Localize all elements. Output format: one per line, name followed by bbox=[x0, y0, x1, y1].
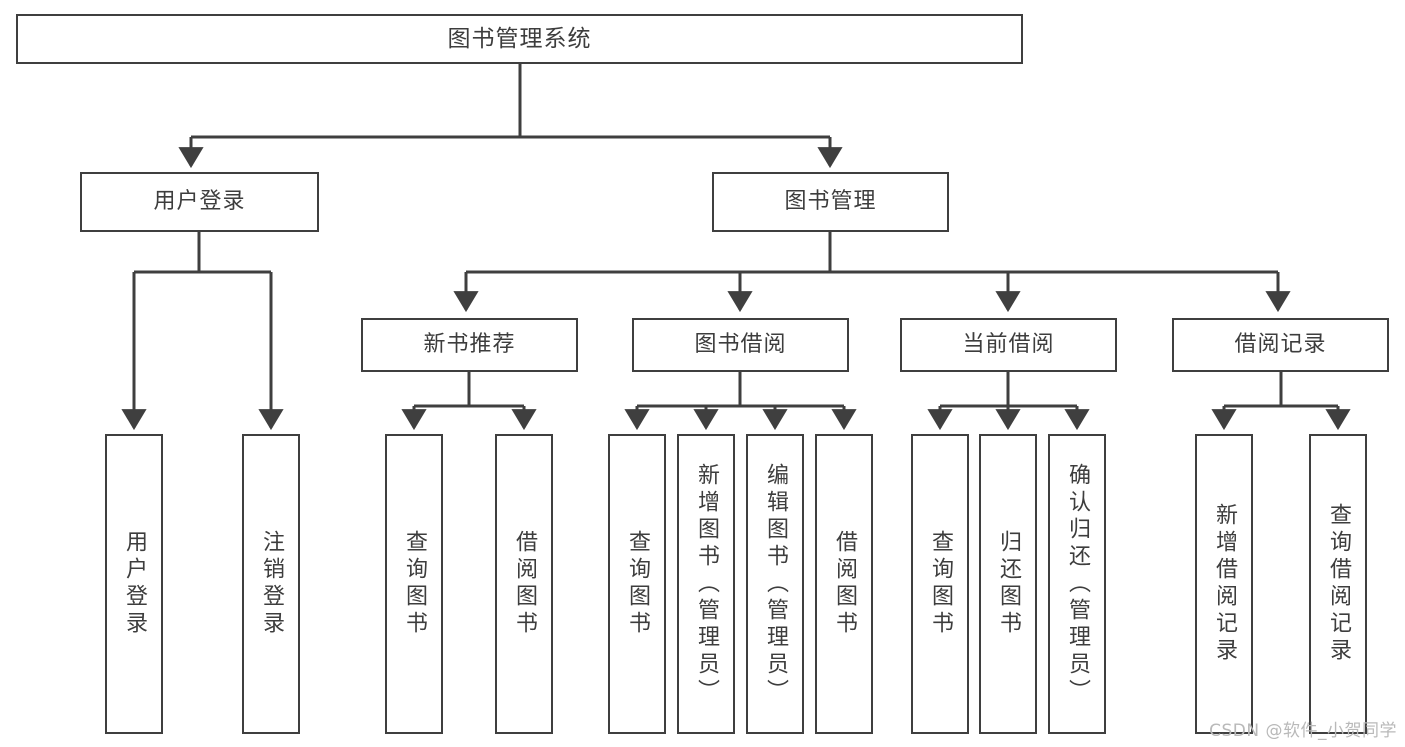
node-label: 图书借阅 bbox=[694, 332, 787, 358]
node-leaf-borrow-book[interactable]: 借阅图书 bbox=[815, 434, 873, 734]
node-label: 编辑图书（管理员） bbox=[763, 462, 788, 706]
node-leaf-logout-login[interactable]: 注销登录 bbox=[242, 434, 300, 734]
node-leaf-return-book[interactable]: 归还图书 bbox=[979, 434, 1037, 734]
node-label: 借阅图书 bbox=[512, 530, 537, 638]
node-label: 借阅图书 bbox=[832, 530, 857, 638]
node-label: 用户登录 bbox=[122, 530, 147, 638]
node-book-management[interactable]: 图书管理 bbox=[712, 172, 949, 232]
node-current-borrow[interactable]: 当前借阅 bbox=[900, 318, 1117, 372]
node-label: 归还图书 bbox=[996, 530, 1021, 638]
node-leaf-query-book-recommend[interactable]: 查询图书 bbox=[385, 434, 443, 734]
node-label: 用户登录 bbox=[153, 189, 246, 215]
node-label: 查询图书 bbox=[402, 530, 427, 638]
node-leaf-query-book-borrow[interactable]: 查询图书 bbox=[608, 434, 666, 734]
node-leaf-borrow-book-recommend[interactable]: 借阅图书 bbox=[495, 434, 553, 734]
node-leaf-query-book-current[interactable]: 查询图书 bbox=[911, 434, 969, 734]
node-label: 新增借阅记录 bbox=[1212, 503, 1237, 665]
node-leaf-user-login[interactable]: 用户登录 bbox=[105, 434, 163, 734]
node-borrow-record[interactable]: 借阅记录 bbox=[1172, 318, 1389, 372]
node-label: 图书管理系统 bbox=[447, 25, 592, 52]
node-leaf-confirm-return-admin[interactable]: 确认归还（管理员） bbox=[1048, 434, 1106, 734]
node-new-book-recommend[interactable]: 新书推荐 bbox=[361, 318, 578, 372]
node-label: 查询图书 bbox=[625, 530, 650, 638]
node-root-book-management-system[interactable]: 图书管理系统 bbox=[16, 14, 1023, 64]
node-label: 图书管理 bbox=[784, 189, 877, 215]
node-leaf-add-book-admin[interactable]: 新增图书（管理员） bbox=[677, 434, 735, 734]
node-label: 查询借阅记录 bbox=[1326, 503, 1351, 665]
node-book-borrow[interactable]: 图书借阅 bbox=[632, 318, 849, 372]
node-leaf-add-borrow-record[interactable]: 新增借阅记录 bbox=[1195, 434, 1253, 734]
node-label: 新增图书（管理员） bbox=[694, 462, 719, 706]
node-leaf-query-borrow-record[interactable]: 查询借阅记录 bbox=[1309, 434, 1367, 734]
watermark-text: CSDN @软件_小贺同学 bbox=[1209, 721, 1397, 741]
node-label: 新书推荐 bbox=[423, 332, 516, 358]
node-label: 当前借阅 bbox=[962, 332, 1055, 358]
node-leaf-edit-book-admin[interactable]: 编辑图书（管理员） bbox=[746, 434, 804, 734]
node-label: 注销登录 bbox=[259, 530, 284, 638]
node-label: 查询图书 bbox=[928, 530, 953, 638]
node-user-login[interactable]: 用户登录 bbox=[80, 172, 319, 232]
node-label: 借阅记录 bbox=[1234, 332, 1327, 358]
node-label: 确认归还（管理员） bbox=[1065, 462, 1090, 706]
